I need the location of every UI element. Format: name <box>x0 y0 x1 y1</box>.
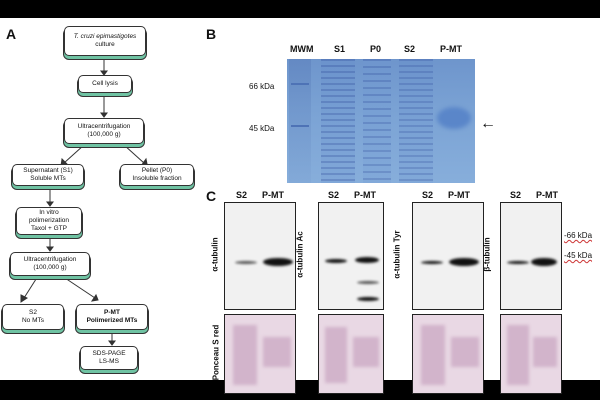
gel-marker-66: 66 kDa <box>249 82 275 91</box>
flow-text: Insoluble fraction <box>132 175 182 182</box>
flow-text: In vitro <box>39 209 59 216</box>
blot-lane-label: S2 <box>328 190 340 200</box>
blot-lane-label: S2 <box>422 190 434 200</box>
flow-text: No MTs <box>21 317 45 324</box>
gel-lane-p0 <box>363 59 391 183</box>
blot-band <box>507 261 529 264</box>
flow-box-p0: Pellet (P0) Insoluble fraction <box>120 164 194 186</box>
gel-band-tubulin <box>437 107 471 129</box>
loading-control-label: Ponceau S red <box>211 324 221 381</box>
flow-box-pmt: P-MT Polimerized MTs <box>76 304 148 330</box>
flow-box-s1: Supernatant (S1) Soluble MTs <box>12 164 84 186</box>
antibody-label: α-tubulin Ac <box>295 231 305 278</box>
gel-band <box>291 83 309 85</box>
blot-band <box>421 261 443 264</box>
ponceau-lane <box>233 325 257 385</box>
western-blot-alpha-tubulin-ac <box>318 202 384 310</box>
ponceau-blot-3 <box>412 314 484 394</box>
flow-text: Polimerized MTs <box>86 317 138 324</box>
ponceau-lane <box>421 325 445 385</box>
blot-lane-label: P-MT <box>536 190 558 200</box>
panel-label-a: A <box>6 26 17 42</box>
flow-text: Pellet (P0) <box>141 167 173 174</box>
western-blot-alpha-tubulin <box>224 202 296 310</box>
flow-text: (100,000 g) <box>87 131 121 138</box>
flow-box-sds-page: SDS-PAGE LS-MS <box>80 346 138 370</box>
gel-lane-label: P-MT <box>440 44 462 54</box>
flow-box-lysis: Cell lysis <box>78 75 132 93</box>
gel-band <box>291 125 309 127</box>
flow-text: P-MT <box>104 309 120 316</box>
ponceau-blot-4 <box>500 314 562 394</box>
flow-text: polimerization <box>28 217 70 224</box>
gel-lane-s1 <box>321 59 355 183</box>
blot-band <box>325 259 347 263</box>
panel-label-b: B <box>206 26 217 42</box>
blot-band <box>531 258 557 266</box>
flow-text: (100,000 g) <box>33 264 67 271</box>
flow-text: Soluble MTs <box>30 175 66 182</box>
gel-lane-s2 <box>399 59 433 183</box>
flow-text: Taxol + GTP <box>31 225 67 232</box>
sds-page-gel <box>287 59 475 183</box>
figure: A T. cruzi epimastigotes culture Cell ly… <box>0 18 600 394</box>
flow-text: T. cruzi epimastigotes <box>73 33 137 40</box>
blot-band <box>357 297 379 301</box>
antibody-label: α-tubulin Tyr <box>392 230 402 279</box>
blot-band <box>263 258 293 266</box>
flow-arrows <box>20 58 148 346</box>
blot-lane-label: P-MT <box>354 190 376 200</box>
arrow-icon: ← <box>480 115 496 132</box>
blot-lane-label: P-MT <box>262 190 284 200</box>
flow-box-polimerization: In vitro polimerization Taxol + GTP <box>16 207 82 235</box>
flow-text: Ultracentrifugation <box>77 123 131 130</box>
flow-text: Ultracentrifugation <box>23 256 77 263</box>
panel-label-c: C <box>206 188 217 204</box>
western-blot-alpha-tubulin-tyr <box>412 202 484 310</box>
ponceau-lane <box>451 337 479 367</box>
blot-lane-label: P-MT <box>448 190 470 200</box>
blot-band <box>355 257 379 263</box>
gel-lane-label: MWM <box>290 44 314 54</box>
ponceau-blot-2 <box>318 314 384 394</box>
flow-text: culture <box>95 41 115 48</box>
blot-marker-45: -45 kDa <box>564 251 592 260</box>
flow-text: S2 <box>29 309 37 316</box>
flow-text: Cell lysis <box>92 80 118 87</box>
ponceau-blot-1 <box>224 314 296 394</box>
blot-band <box>357 281 379 284</box>
flow-box-ultracentrifugation-2: Ultracentrifugation (100,000 g) <box>10 252 90 276</box>
blot-band <box>235 261 257 264</box>
marker-text: -66 kDa <box>564 231 593 240</box>
ponceau-lane <box>353 337 379 367</box>
ponceau-lane <box>533 337 557 367</box>
ponceau-lane <box>507 325 529 385</box>
gel-lane-pmt <box>437 59 471 183</box>
gel-marker-45: 45 kDa <box>249 124 275 133</box>
gel-lane-label: S2 <box>404 44 416 54</box>
blot-lane-label: S2 <box>236 190 248 200</box>
flow-text: LS-MS <box>99 358 119 365</box>
gel-lane-mwm <box>289 59 311 183</box>
ponceau-lane <box>263 337 291 367</box>
antibody-label: β-tubulin <box>482 237 492 272</box>
flow-box-ultracentrifugation-1: Ultracentrifugation (100,000 g) <box>64 118 144 144</box>
flow-text: SDS-PAGE <box>92 350 126 357</box>
blot-marker-66: -66 kDa <box>564 231 592 240</box>
flow-box-culture: T. cruzi epimastigotes culture <box>64 26 146 56</box>
gel-lane-label: P0 <box>370 44 382 54</box>
ponceau-lane <box>325 327 347 383</box>
marker-text: -45 kDa <box>564 251 593 260</box>
western-blot-beta-tubulin <box>500 202 562 310</box>
flow-text: Supernatant (S1) <box>23 167 73 174</box>
flow-box-s2: S2 No MTs <box>2 304 64 330</box>
gel-lane-label: S1 <box>334 44 346 54</box>
antibody-label: α-tubulin <box>210 237 220 272</box>
blot-lane-label: S2 <box>510 190 522 200</box>
blot-band <box>449 258 479 266</box>
